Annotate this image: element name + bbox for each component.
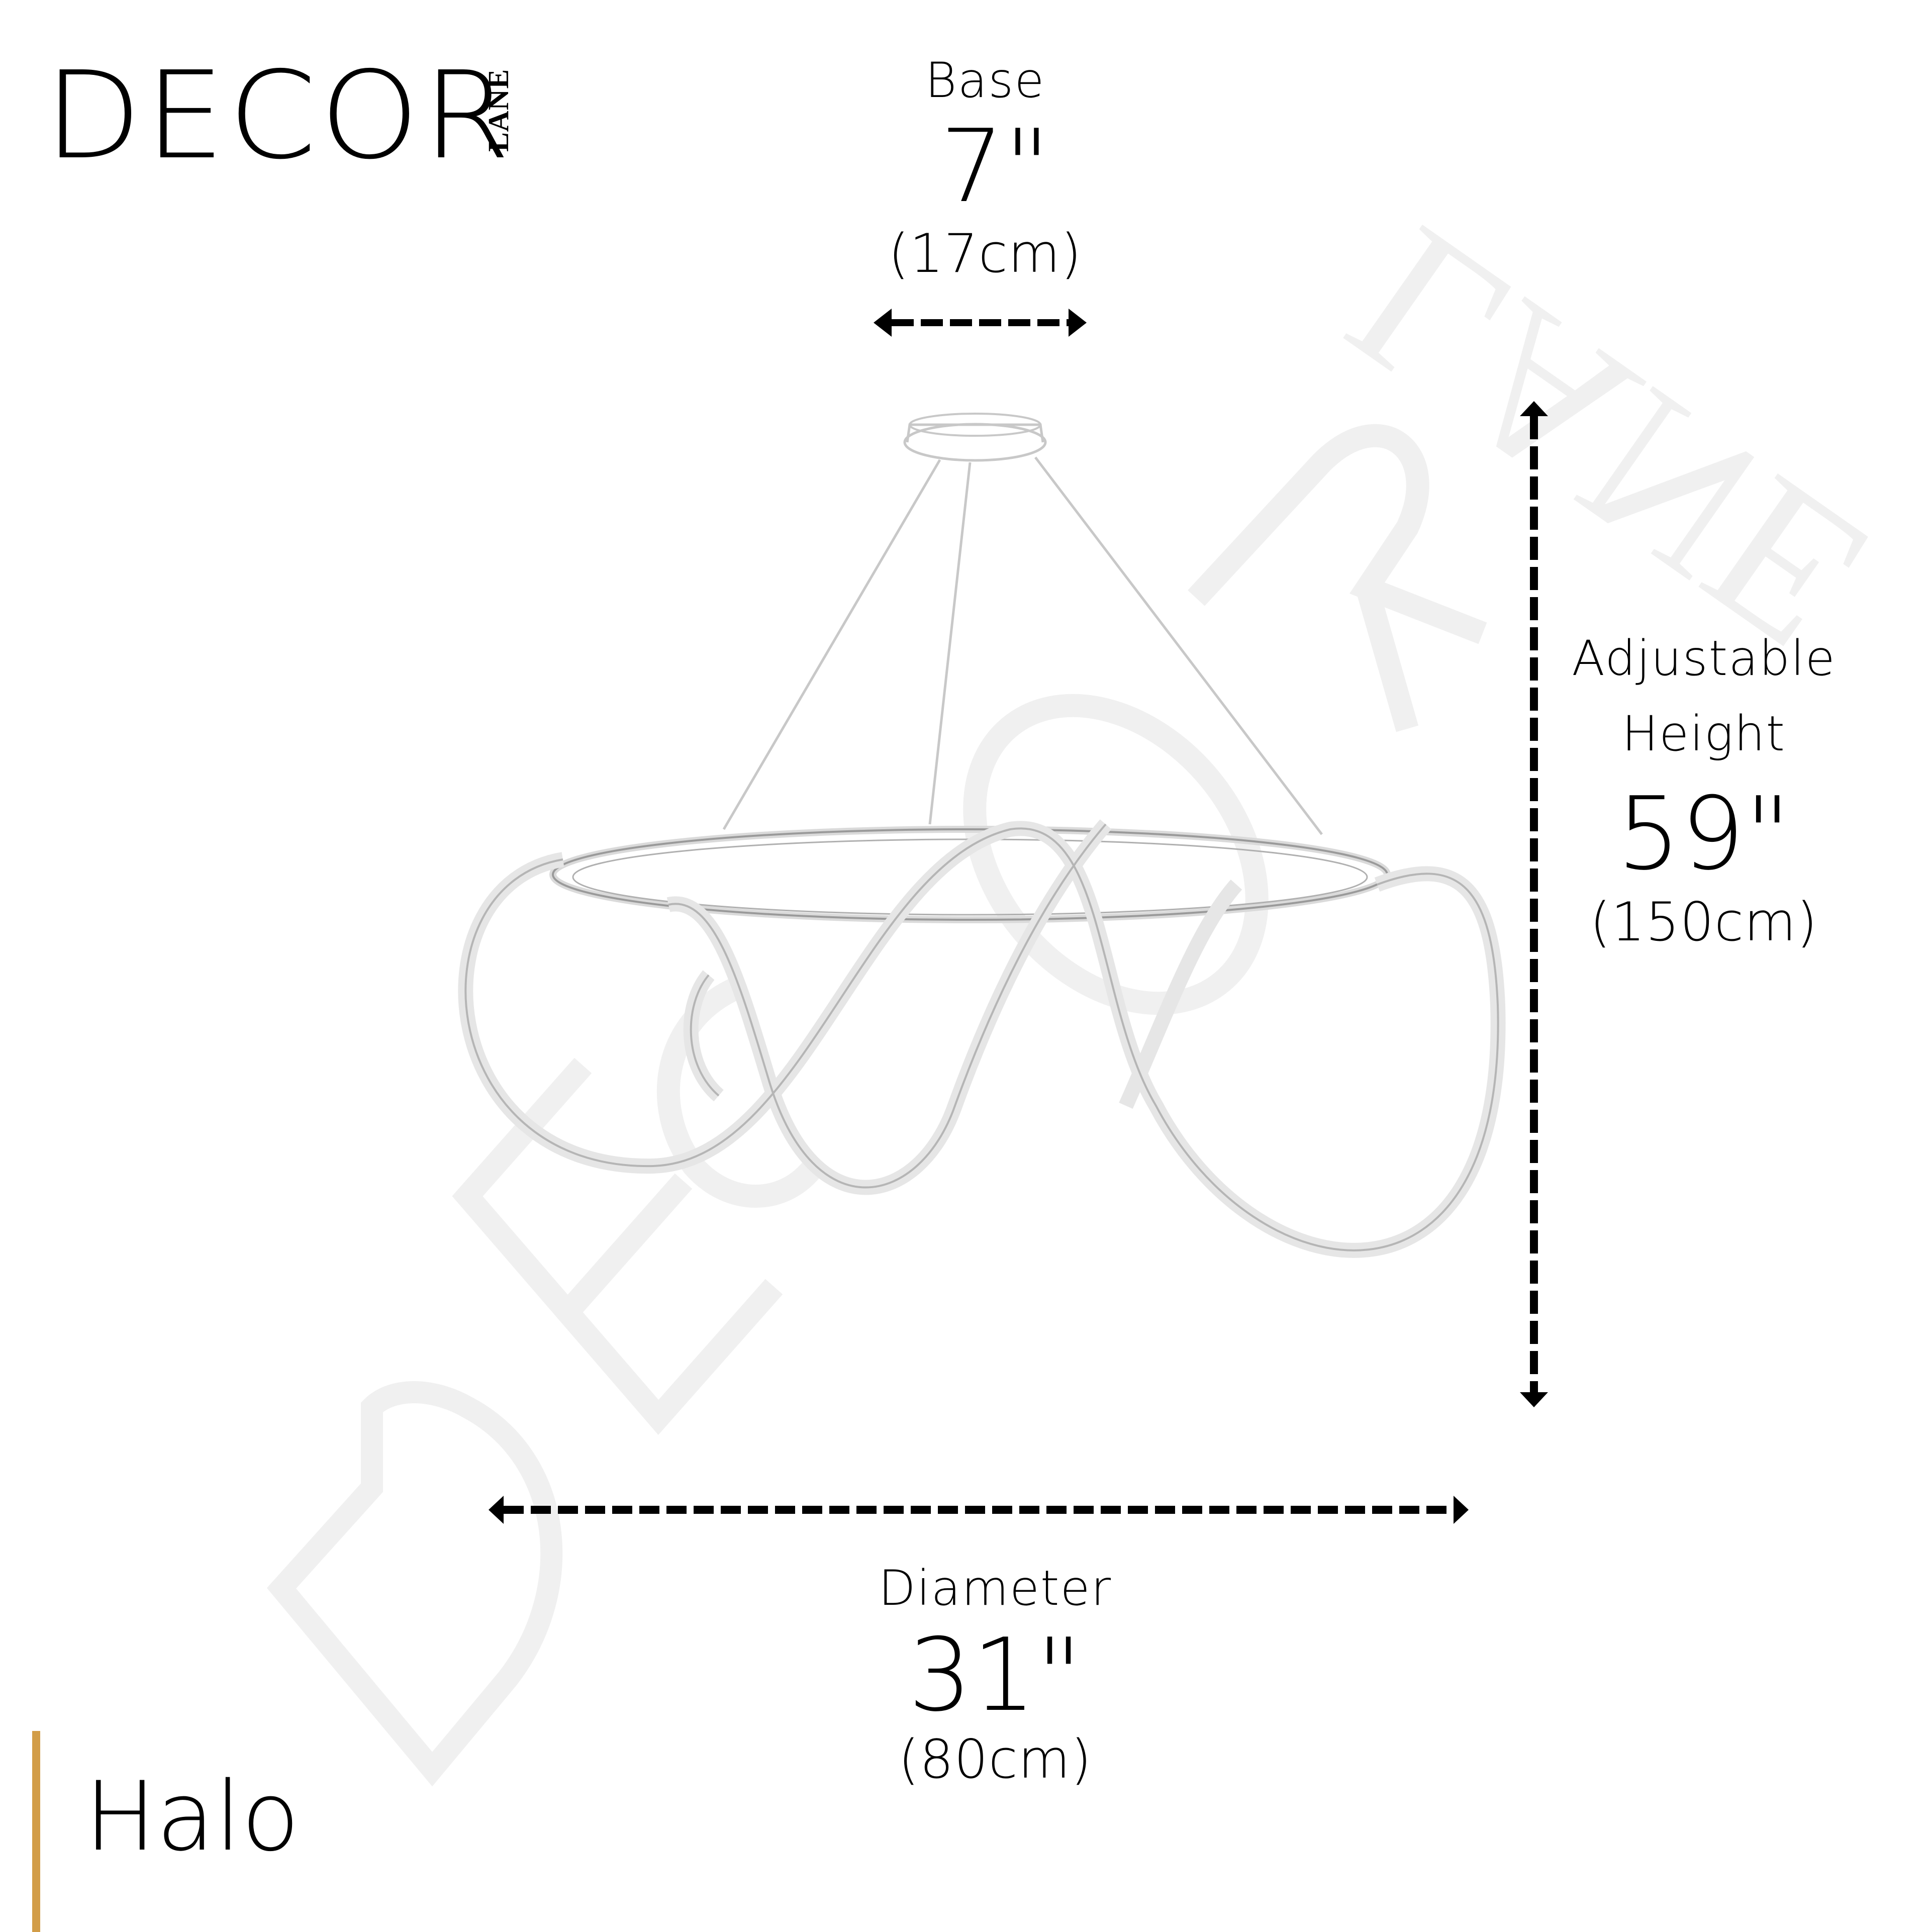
brand-logo-sub: LANE <box>482 68 515 152</box>
height-dimension-arrow <box>1520 401 1548 1407</box>
brand-logo: DECOR <box>44 45 514 186</box>
accent-bar <box>32 1731 40 1932</box>
diameter-inches: 31" <box>908 1617 1083 1734</box>
base-cm: (17cm) <box>888 223 1082 284</box>
base-label: Base <box>925 52 1045 109</box>
diameter-cm: (80cm) <box>898 1728 1092 1790</box>
diameter-label: Diameter <box>878 1560 1112 1616</box>
base-inches: 7" <box>940 108 1050 225</box>
height-inches: 59" <box>1616 776 1791 893</box>
product-illustration <box>458 413 1506 1258</box>
product-name: Halo <box>84 1761 300 1872</box>
height-label-line1: Adjustable <box>1572 630 1836 687</box>
height-cm: (150cm) <box>1590 891 1818 953</box>
diameter-dimension-arrow <box>489 1496 1469 1524</box>
base-dimension-arrow <box>874 309 1087 337</box>
height-label-line2: Height <box>1621 706 1786 762</box>
